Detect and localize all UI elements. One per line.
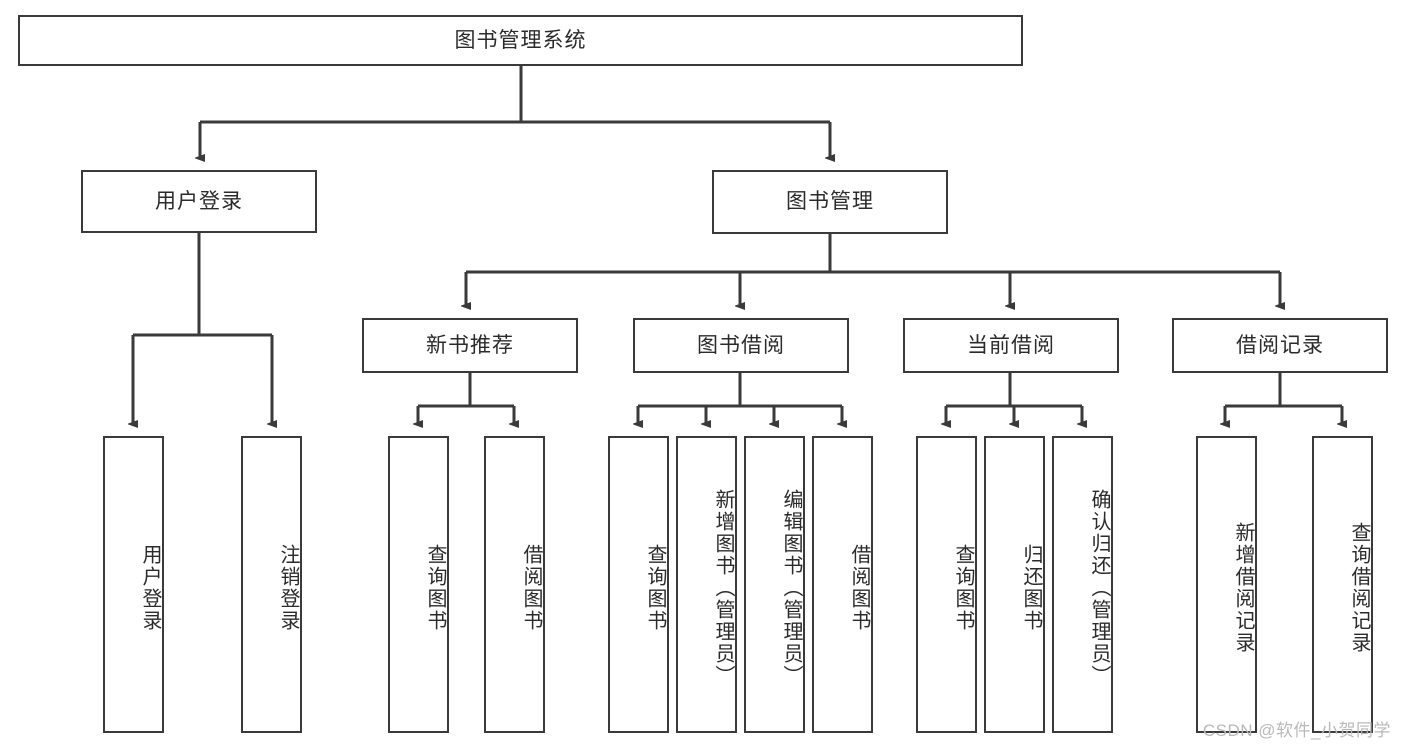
leaf-search-books-recommendation[interactable]: 查询图书 bbox=[388, 436, 449, 733]
node-label: 查询借阅记录 bbox=[1348, 521, 1370, 654]
node-new-book-recommendation[interactable]: 新书推荐 bbox=[362, 318, 578, 373]
node-label: 新增借阅记录 bbox=[1232, 521, 1254, 654]
node-label: 借阅图书 bbox=[848, 543, 870, 632]
node-label: 借阅记录 bbox=[1236, 333, 1324, 357]
leaf-user-login[interactable]: 用户登录 bbox=[103, 436, 164, 733]
node-label: 编辑图书（管理员） bbox=[780, 488, 802, 687]
leaf-add-borrowing-record[interactable]: 新增借阅记录 bbox=[1196, 436, 1257, 733]
node-root-book-management-system[interactable]: 图书管理系统 bbox=[18, 15, 1023, 66]
node-borrowing-records[interactable]: 借阅记录 bbox=[1172, 318, 1388, 373]
leaf-logout[interactable]: 注销登录 bbox=[241, 436, 302, 733]
leaf-return-books[interactable]: 归还图书 bbox=[984, 436, 1045, 733]
leaf-borrow-books-recommendation[interactable]: 借阅图书 bbox=[484, 436, 545, 733]
node-label: 图书管理系统 bbox=[454, 28, 587, 52]
leaf-search-books-borrowing[interactable]: 查询图书 bbox=[608, 436, 669, 733]
node-label: 查询图书 bbox=[424, 543, 446, 632]
node-label: 图书借阅 bbox=[697, 333, 785, 357]
node-current-borrowing[interactable]: 当前借阅 bbox=[903, 318, 1119, 373]
node-user-login[interactable]: 用户登录 bbox=[81, 170, 317, 233]
node-label: 借阅图书 bbox=[520, 543, 542, 632]
node-label: 注销登录 bbox=[277, 543, 299, 632]
node-label: 新增图书（管理员） bbox=[712, 488, 734, 687]
leaf-search-books-current[interactable]: 查询图书 bbox=[916, 436, 977, 733]
leaf-edit-book-admin[interactable]: 编辑图书（管理员） bbox=[744, 436, 805, 733]
node-label: 归还图书 bbox=[1020, 543, 1042, 632]
node-label: 图书管理 bbox=[786, 190, 874, 214]
node-label: 新书推荐 bbox=[426, 333, 514, 357]
leaf-confirm-return-admin[interactable]: 确认归还（管理员） bbox=[1052, 436, 1113, 733]
node-label: 查询图书 bbox=[644, 543, 666, 632]
leaf-search-borrowing-record[interactable]: 查询借阅记录 bbox=[1312, 436, 1373, 733]
leaf-borrow-books-borrowing[interactable]: 借阅图书 bbox=[812, 436, 873, 733]
node-label: 查询图书 bbox=[952, 543, 974, 632]
node-label: 用户登录 bbox=[155, 189, 243, 213]
leaf-add-book-admin[interactable]: 新增图书（管理员） bbox=[676, 436, 737, 733]
node-label: 用户登录 bbox=[139, 543, 161, 632]
node-book-management[interactable]: 图书管理 bbox=[712, 170, 948, 234]
csdn-watermark: CSDN @软件_小贺同学 bbox=[1202, 721, 1391, 740]
node-label: 确认归还（管理员） bbox=[1088, 488, 1110, 687]
node-book-borrowing[interactable]: 图书借阅 bbox=[633, 318, 849, 373]
node-label: 当前借阅 bbox=[967, 333, 1055, 357]
